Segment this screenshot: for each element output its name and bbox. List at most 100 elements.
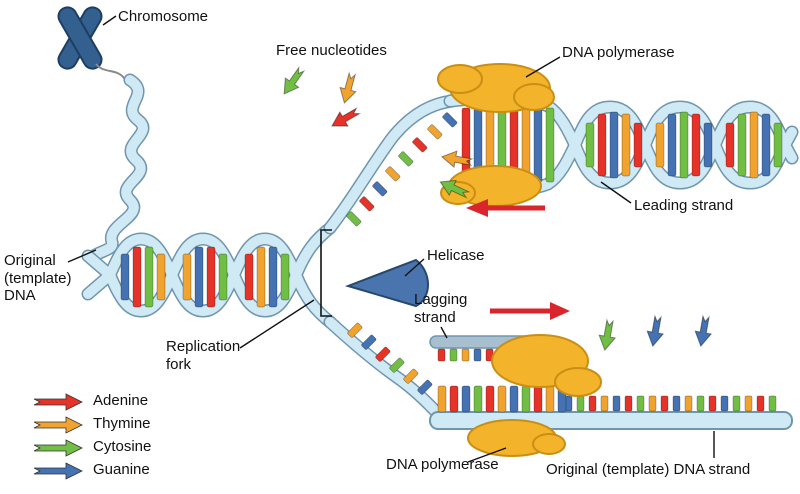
base-tooth — [624, 395, 633, 412]
guanine-swatch-icon — [33, 462, 83, 480]
base-pair — [156, 253, 166, 301]
thymine-swatch-icon — [33, 416, 83, 434]
dna-polymerase-bottom-leader — [467, 447, 507, 463]
lagging-strand-leader — [440, 326, 448, 339]
template-dna-helix — [81, 221, 337, 329]
base-tooth — [588, 395, 597, 412]
dna-polymerase-top-label: DNA polymerase — [562, 44, 675, 61]
base-pair — [597, 113, 607, 177]
base-tooth — [648, 395, 657, 412]
cytosine-swatch-icon — [33, 439, 83, 457]
base-pair — [473, 385, 483, 413]
helicase-shape — [344, 258, 429, 308]
dna-polymerase-blob — [437, 64, 483, 94]
base-tooth — [473, 348, 482, 362]
base-pair — [437, 385, 447, 413]
lagging-strand-label: Lagging strand — [414, 291, 468, 326]
base-tooth — [398, 151, 414, 167]
base-pair — [256, 246, 266, 308]
base-tooth — [636, 395, 645, 412]
base-tooth — [576, 395, 585, 412]
base-tooth — [375, 346, 391, 362]
free-nucleotides-label: Free nucleotides — [276, 42, 387, 59]
adenine-swatch-icon — [33, 393, 83, 411]
base-pair — [691, 113, 701, 177]
base-pair — [533, 385, 543, 413]
base-pair — [609, 111, 619, 179]
base-tooth — [720, 395, 729, 412]
base-tooth — [449, 348, 458, 362]
base-pair — [206, 246, 216, 308]
base-pair — [533, 107, 543, 183]
base-tooth — [744, 395, 753, 412]
base-tooth — [389, 357, 405, 373]
base-pair — [268, 246, 278, 308]
legend-label-thymine: Thymine — [93, 415, 151, 432]
leading-strand-leader — [600, 181, 632, 204]
base-tooth — [696, 395, 705, 412]
chromosome-label: Chromosome — [118, 8, 209, 25]
base-pair — [749, 111, 759, 179]
base-tooth — [361, 334, 377, 350]
base-tooth — [756, 395, 765, 412]
base-pair — [244, 253, 254, 301]
base-pair — [585, 122, 595, 168]
base-tooth — [768, 395, 777, 412]
base-pair — [132, 246, 142, 308]
dna-polymerase-blob — [554, 367, 602, 397]
base-tooth — [612, 395, 621, 412]
base-pair — [545, 107, 555, 183]
leading-direction-arrowhead — [466, 199, 488, 217]
base-pair — [773, 122, 783, 168]
dna-polymerase-bottom-label: DNA polymerase — [386, 456, 499, 473]
base-pair — [485, 385, 495, 413]
base-tooth — [417, 379, 433, 395]
base-tooth — [412, 137, 428, 153]
base-pair — [218, 253, 228, 301]
free-nucleotide — [596, 318, 619, 353]
base-tooth — [660, 395, 669, 412]
base-tooth — [427, 124, 443, 140]
original-template-dna-strand-label: Original (template) DNA strand — [546, 461, 751, 478]
base-pair — [679, 111, 689, 179]
replication-fork-label: Replication fork — [166, 338, 241, 373]
leading-strand-label: Leading strand — [634, 197, 734, 214]
base-pair — [521, 385, 531, 413]
base-tooth — [442, 112, 458, 128]
legend-label-adenine: Adenine — [93, 392, 149, 409]
base-pair — [545, 385, 555, 413]
base-tooth — [672, 395, 681, 412]
base-pair — [621, 113, 631, 177]
chromosome-graphic — [57, 6, 103, 70]
base-pair — [703, 122, 713, 168]
base-pair — [497, 385, 507, 413]
base-tooth — [359, 196, 375, 212]
bottom-template-strand — [429, 302, 793, 457]
lagging-template-branch — [323, 315, 447, 423]
base-tooth — [347, 322, 363, 338]
base-tooth — [461, 348, 470, 362]
base-tooth — [346, 211, 362, 227]
base-pair — [725, 122, 735, 168]
base-pair — [509, 385, 519, 413]
base-pair — [280, 253, 290, 301]
free-nucleotide — [327, 103, 363, 134]
base-tooth — [684, 395, 693, 412]
legend-label-cytosine: Cytosine — [93, 438, 152, 455]
base-pair — [667, 113, 677, 177]
dna-coil — [87, 75, 148, 262]
base-tooth — [385, 166, 401, 182]
base-pair — [449, 385, 459, 413]
free-nucleotide — [644, 314, 667, 349]
base-tooth — [437, 348, 446, 362]
base-pair — [194, 246, 204, 308]
leading-strand-helix — [437, 63, 799, 217]
dna-polymerase-top-leader — [525, 56, 561, 78]
base-tooth — [708, 395, 717, 412]
base-pair — [144, 246, 154, 308]
chromosome-leader — [102, 15, 117, 26]
base-pair — [120, 253, 130, 301]
base-tooth — [403, 368, 419, 384]
